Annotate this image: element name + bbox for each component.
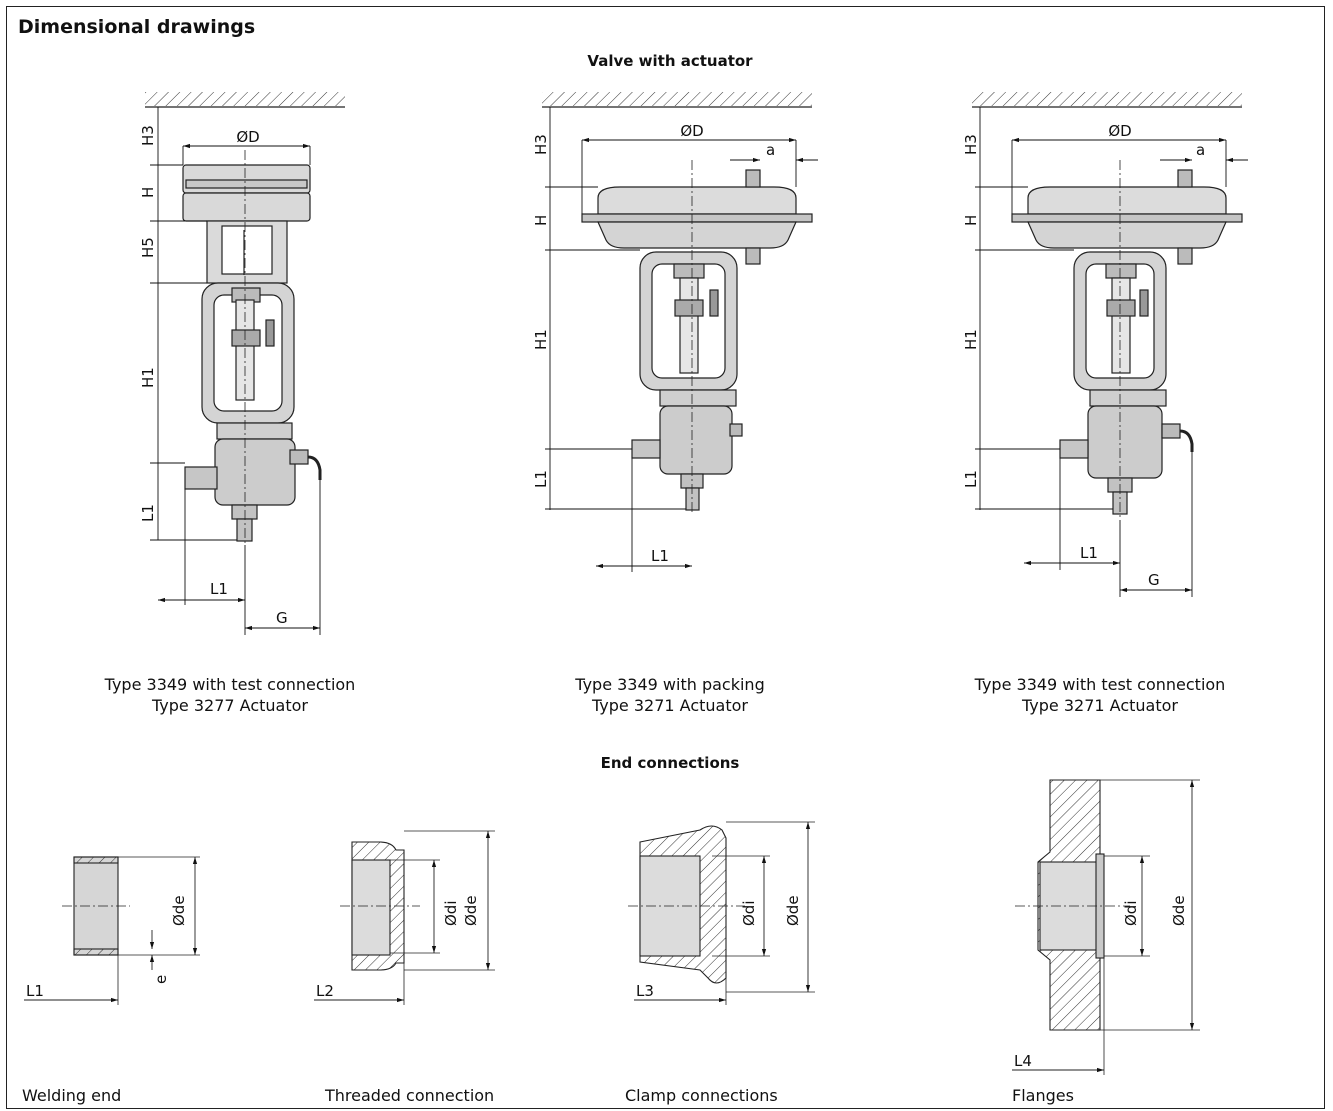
valve-2-h3-label: H3	[532, 134, 550, 155]
threaded-de-label: Øde	[462, 895, 480, 926]
valve-1-h1-label: H1	[139, 367, 157, 388]
valve-3-ceiling-hatch	[972, 92, 1242, 106]
valve-1-l1-h-label: L1	[210, 580, 228, 598]
valve-3-l1-h-label: L1	[1080, 544, 1098, 562]
valve-3-od-label: ØD	[1108, 122, 1131, 140]
threaded-connection-caption: Threaded connection	[325, 1086, 495, 1105]
clamp-di-label: Ødi	[740, 901, 758, 927]
valve-3-caption-line1: Type 3349 with test connection	[974, 675, 1226, 694]
valve-1-h-label: H	[139, 187, 157, 198]
flanges-di-label: Ødi	[1122, 901, 1140, 927]
threaded-di-label: Ødi	[442, 901, 460, 927]
valve-2-body	[659, 405, 733, 475]
clamp-connections-caption: Clamp connections	[625, 1086, 778, 1105]
valve-2-caption: Type 3349 with packing Type 3271 Actuato…	[520, 674, 820, 716]
welding-end-od-label: Øde	[170, 895, 188, 926]
valve-3-caption: Type 3349 with test connection Type 3271…	[950, 674, 1250, 716]
welding-end-caption: Welding end	[22, 1086, 122, 1105]
valve-3-dimensions	[975, 107, 1248, 597]
valve-2-l1-v-label: L1	[532, 470, 550, 488]
valve-2-h-label: H	[532, 215, 550, 226]
flanges-caption: Flanges	[1012, 1086, 1074, 1105]
clamp-l3-label: L3	[636, 982, 654, 1000]
welding-end-drawing	[24, 856, 200, 1005]
valve-1-l1-v-label: L1	[139, 504, 157, 522]
valve-1-h5-label: H5	[139, 237, 157, 258]
valve-2-dim-labels: ØD a H3 H H1 L1 L1	[532, 122, 775, 565]
valve-1-caption-line2: Type 3277 Actuator	[152, 696, 308, 715]
page-title: Dimensional drawings	[18, 16, 256, 38]
valve-2-drawing	[542, 92, 813, 515]
valve-2-dimensions	[545, 107, 818, 572]
valve-1-h3-label: H3	[139, 125, 157, 146]
valve-1-drawing	[145, 92, 345, 545]
valve-3-caption-line2: Type 3271 Actuator	[1022, 696, 1178, 715]
valve-3-h1-label: H1	[962, 329, 980, 350]
valve-2-od-label: ØD	[680, 122, 703, 140]
clamp-connections-drawing	[628, 821, 815, 1005]
valve-1-caption: Type 3349 with test connection Type 3277…	[80, 674, 380, 716]
flanges-drawing	[1012, 779, 1200, 1075]
valve-3-a-label: a	[1196, 141, 1205, 159]
valve-3-dim-labels: ØD a H3 H H1 L1 L1 G	[962, 122, 1205, 589]
flanges-l4-label: L4	[1014, 1052, 1032, 1070]
valve-3-g-label: G	[1148, 571, 1160, 589]
valve-2-caption-line1: Type 3349 with packing	[575, 675, 765, 694]
valve-1-ceiling-hatch	[145, 92, 345, 106]
valve-1-caption-line1: Type 3349 with test connection	[104, 675, 356, 694]
valve-1-dimensions	[150, 107, 321, 635]
valve-2-caption-line2: Type 3271 Actuator	[592, 696, 748, 715]
valve-1-body	[214, 438, 296, 506]
section-end-connections: End connections	[600, 754, 740, 772]
welding-end-l1-label: L1	[26, 982, 44, 1000]
valve-2-ceiling-hatch	[542, 92, 812, 106]
drawing-frame	[6, 6, 1325, 1109]
clamp-de-label: Øde	[784, 895, 802, 926]
valve-3-h3-label: H3	[962, 134, 980, 155]
valve-1-actuator-head	[182, 164, 311, 194]
valve-3-drawing	[972, 92, 1243, 520]
valve-2-a-label: a	[766, 141, 775, 159]
valve-3-h-label: H	[962, 215, 980, 226]
valve-3-body	[1087, 405, 1163, 479]
section-valve-with-actuator: Valve with actuator	[587, 52, 753, 70]
valve-3-l1-v-label: L1	[962, 470, 980, 488]
flanges-de-label: Øde	[1170, 895, 1188, 926]
valve-1-g-label: G	[276, 609, 288, 627]
valve-2-h1-label: H1	[532, 329, 550, 350]
valve-1-dim-labels: ØD H3 H H5 H1 L1 L1 G	[139, 125, 288, 627]
valve-2-l1-h-label: L1	[651, 547, 669, 565]
valve-2-actuator-top	[597, 186, 797, 215]
threaded-connection-drawing	[314, 830, 495, 1005]
valve-1-side-port	[184, 466, 218, 490]
threaded-l2-label: L2	[316, 982, 334, 1000]
welding-end-e-label: e	[152, 975, 170, 984]
valve-1-od-label: ØD	[236, 128, 259, 146]
